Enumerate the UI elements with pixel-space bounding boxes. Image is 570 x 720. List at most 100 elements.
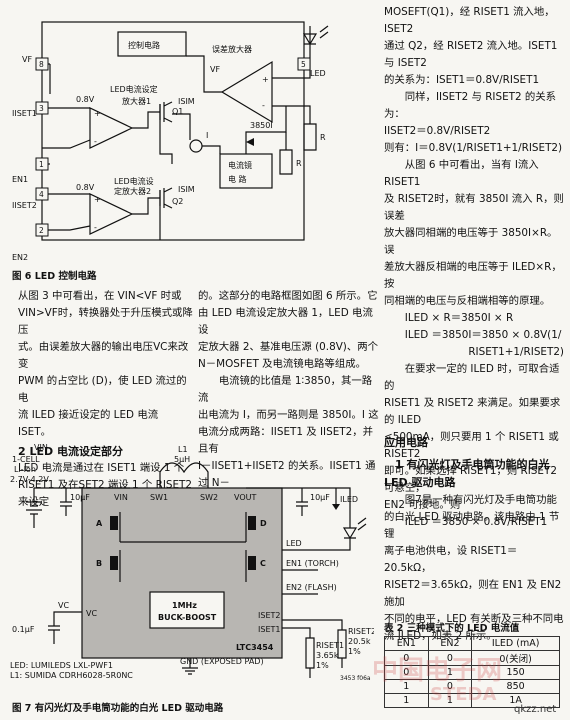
para-line: 同相端的电压与反相端相等的原理。 (384, 295, 551, 307)
para-line: VIN>VF时，转换器处于升压模式或降压 (18, 307, 193, 336)
amp1-label: LED电流设定 (110, 84, 158, 94)
q1-label: Q1 (172, 107, 183, 116)
ref-08v-b: 0.8V (76, 183, 95, 192)
ref-08v-a: 0.8V (76, 95, 95, 104)
para-line: 不同的电平，LED 有关断及三种不同电 (384, 613, 564, 625)
para-line: ILED ＝3850I＝3850 × 0.8V(1/ (384, 329, 562, 341)
note-inductor: L1: SUMIDA CDRH6028-5R0NC (10, 671, 133, 680)
amp1-minus: - (94, 137, 97, 146)
table-row: 0 1 150 (384, 665, 560, 680)
switch-a-label: A (96, 519, 103, 528)
para-line: I－IISET1+IISET2 的关系。IISET1 通过 N－ (198, 460, 376, 489)
err-minus: - (262, 101, 265, 110)
table-header: EN1 (384, 636, 429, 651)
para-line: 通过 Q2，经 RISET2 流入地。ISET1 与 ISET2 (384, 40, 558, 69)
switch-b-label: B (96, 559, 102, 568)
vc-label: VC (58, 601, 69, 610)
iset1-pin-label: ISET1 (258, 625, 280, 634)
mirror-label-a: 电流镜 (228, 160, 252, 170)
table-header-row: EN1 EN2 ILED (mA) (384, 636, 560, 651)
fig7-caption: 图 7 有闪光灯及手电筒功能的白光 LED 驱动电路 (12, 703, 224, 714)
para-line: ILED × R＝3850I × R (384, 312, 514, 324)
para-line: 同样，IISET2 与 RISET2 的关系为： (384, 91, 557, 120)
para-line: 即可。如果选择 RISET1，则 RISET2 可悬空， (384, 465, 557, 494)
iset2-pin-label: ISET2 (258, 611, 280, 620)
ratio-label: 3850I (250, 121, 273, 130)
vout-pin-label: VOUT (234, 493, 256, 502)
table-header: EN2 (427, 636, 473, 651)
table-header: ILED (mA) (471, 636, 560, 651)
chip-label: LTC3454 (236, 643, 274, 652)
amp2-label-b: 定放大器2 (114, 186, 151, 196)
amp2-plus: + (94, 195, 101, 204)
para-line: RISET2＝3.65kΩ，则在 EN1 及 EN2 施加 (384, 579, 562, 608)
para-line: N－MOSFET 及电流镜电路等组成。 (198, 358, 366, 370)
para-line: 在要求一定的 ILED 时，可取合适的 (384, 363, 560, 392)
sw1-label: SW1 (150, 493, 168, 502)
para-line: IISET2＝0.8V/RISET2 (384, 125, 491, 137)
riset1-tol: 1% (316, 661, 329, 670)
note-led: LED: LUMILEDS LXL-PWF1 (10, 661, 113, 670)
r2-label: R (296, 159, 302, 168)
para-line: 离子电池供电，设 RISET1＝20.5kΩ， (384, 545, 518, 574)
para-line: RISET1 及 RISET2 来满足。如果要求的 ILED (384, 397, 561, 426)
en2-label: EN2 (12, 253, 28, 262)
para-line: 流 ILED 接近设定的 LED 电流 ISET。 (18, 409, 159, 438)
amp2-minus: - (94, 223, 97, 232)
para-line: 由 LED 电流设定放大器 1，LED 电流设 (198, 307, 373, 336)
watermark-url: qkzz.net (514, 704, 557, 715)
amp1-plus: + (94, 109, 101, 118)
subheading-line2: LED 驱动电路 (384, 476, 456, 489)
pin3-label: 3 (39, 104, 44, 113)
vf-label: VF (22, 55, 32, 64)
section-heading-2: 2 LED 电流设定部分 (18, 445, 123, 458)
error-amp-label: 误差放大器 (212, 44, 252, 54)
q2-label: Q2 (172, 197, 183, 206)
isim2-label: ISIM (178, 185, 195, 194)
riset1-value: 3.65k (316, 651, 339, 660)
pin5-label: 5 (301, 60, 306, 69)
para-line: 的关系为：ISET1＝0.8V/RISET1 (384, 74, 540, 86)
iset2-label: IISET2 (12, 201, 37, 210)
riset2-label: RISET2 (348, 627, 374, 636)
mirror-label-b: 电 路 (228, 174, 247, 184)
para-line: 放大器同相端的电压等于 3850I×R。误 (384, 227, 558, 256)
amp1-label-b: 放大器1 (122, 96, 151, 106)
cap1-label: 10μF (70, 493, 90, 502)
para-line: 图7是一种有闪光灯及手电筒功能 (384, 494, 557, 506)
para-line: RISET1+1/RISET2) (468, 346, 564, 358)
l1-value: 5μH (174, 455, 190, 464)
para-line: 定放大器 2、基准电压源 (0.8V)、两个 (198, 341, 379, 353)
para-line: PWM 的占空比 (D)，使 LED 流过的电 (18, 375, 187, 404)
fig6-led-control-circuit: 8 5 3 1 4 2 控制电路 误差放大器 LED电流设定 放大器1 LED电… (12, 21, 329, 262)
pin2-label: 2 (39, 226, 44, 235)
current-i-label: I (206, 131, 208, 140)
en1-label: EN1 (12, 175, 28, 184)
cap2-label: 10μF (310, 493, 330, 502)
para-line: 从图 6 中可看出，当有 I流入 RISET1 (384, 159, 539, 188)
liion-label: Li-Ion (14, 465, 36, 474)
para-line: 从图 3 中可看出，在 VIN<VF 时或 (18, 290, 182, 302)
para-line: 的。这部分的电路框图如图 6 所示。它 (198, 290, 378, 302)
middle-column-text: 的。这部分的电路框图如图 6 所示。它 由 LED 电流设定放大器 1，LED … (198, 288, 380, 492)
para-line: 差放大器反相端的电压等于 ILED×R，按 (384, 261, 562, 290)
riset2-value: 20.5k (348, 637, 371, 646)
table-cell: 1A (471, 693, 560, 708)
en1-pin-label: EN1 (TORCH) (286, 559, 339, 568)
table-cell: 1 (384, 693, 429, 708)
sw2-label: SW2 (200, 493, 218, 502)
right-column-text: MOSEFT(Q1)，经 RISET1 流入地，ISET2 通过 Q2，经 RI… (384, 4, 564, 531)
section-heading-app: 应用电路 (384, 436, 428, 449)
para-line: 电流分成两路：IISET1 及 IISET2，并且有 (198, 426, 374, 455)
fig7-white-led-driver: VIN 1-CELL Li-Ion 2.7V-4.2V 10μF 10μF 0.… (10, 443, 374, 682)
subheading-line1: 1 有闪光灯及手电筒功能的白光 (384, 458, 550, 471)
l1-label: L1 (178, 445, 188, 454)
en2-pin-label: EN2 (FLASH) (286, 583, 337, 592)
vc-pin-label: VC (86, 609, 97, 618)
iset1-label: IISET1 (12, 109, 37, 118)
riset2-tol: 1% (348, 647, 361, 656)
pin1-label: 1 (39, 160, 44, 169)
table-row: 0 0 0(关闭) (384, 650, 560, 666)
table-row: 1 0 850 (384, 679, 560, 694)
cap3-label: 0.1μF (12, 625, 35, 634)
